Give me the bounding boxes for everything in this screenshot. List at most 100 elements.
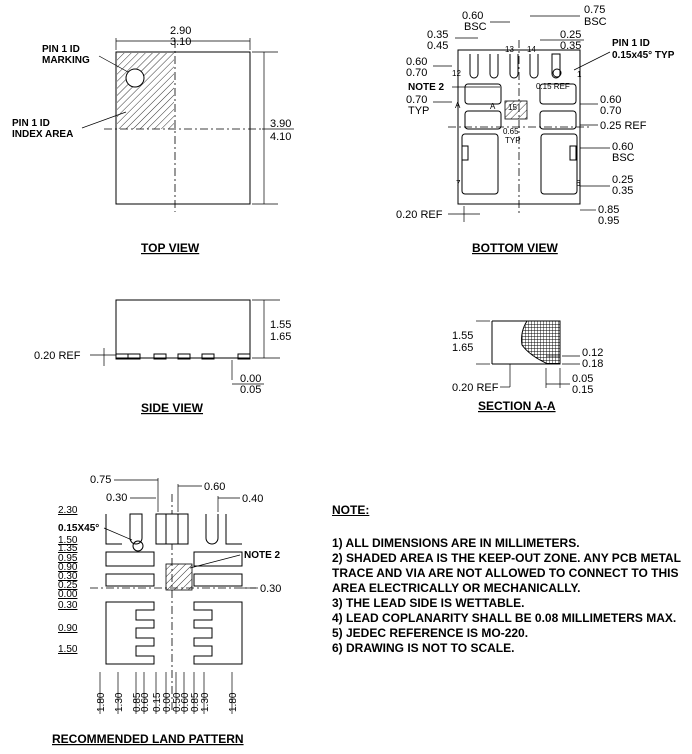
bv-r-035: 0.35 <box>612 185 633 197</box>
pin-7-label: 7 <box>456 179 461 188</box>
bv-pitch: 0.60 <box>462 10 483 22</box>
land-bottom-label: 0.50 <box>172 692 183 712</box>
top-width-max: 3.10 <box>170 36 191 48</box>
land-bottom-label: 0.60 <box>180 692 191 712</box>
bottom-view: 1 12 13 14 15 7 6 A A 0.60 BSC 0.35 0.45… <box>396 4 675 255</box>
bv-pitch-note: BSC <box>464 21 487 33</box>
pin-14-label: 14 <box>527 45 536 54</box>
land-left-label: 0.30 <box>58 571 78 582</box>
bv-typ-070: 0.70 <box>406 94 427 106</box>
side-s-min: 0.00 <box>240 373 261 385</box>
aa-h-max: 1.65 <box>452 342 473 354</box>
pin1-index-label-1: PIN 1 ID <box>12 118 50 129</box>
bv-ref-020: 0.20 REF <box>396 209 443 221</box>
bv-r-025: 0.25 <box>612 174 633 186</box>
bv-typ: TYP <box>408 105 429 117</box>
pin-1-label: 1 <box>577 70 582 79</box>
bv-note2: NOTE 2 <box>408 82 445 93</box>
land-left-label: 0.25 <box>58 580 78 591</box>
top-height-max: 4.10 <box>270 131 291 143</box>
bv-r-070: 0.70 <box>600 105 621 117</box>
land-bottom-label: 0.85 <box>190 692 201 712</box>
bv-pad-035: 0.35 <box>427 29 448 41</box>
pin1-index-label-2: INDEX AREA <box>12 129 73 140</box>
section-mark-a-right: A <box>490 102 496 111</box>
side-ref: 0.20 REF <box>34 350 81 362</box>
pin1-marking-label-1: PIN 1 ID <box>42 44 80 55</box>
land-bottom-label: 1.30 <box>114 692 125 712</box>
bv-side-070: 0.70 <box>406 67 427 79</box>
note-1: 1) ALL DIMENSIONS ARE IN MILLIMETERS. <box>332 536 580 550</box>
side-h-max: 1.65 <box>270 331 291 343</box>
land-left-label: 0.00 <box>58 589 78 600</box>
side-view-title: SIDE VIEW <box>141 401 204 415</box>
bv-chamfer: 0.15x45° TYP <box>612 50 675 61</box>
bv-top-075: 0.75 <box>584 4 605 16</box>
bv-pad-typ: TYP <box>505 136 521 145</box>
pin-12-label: 12 <box>452 69 461 78</box>
top-height-min: 3.90 <box>270 118 291 130</box>
land-bottom-label: 0.15 <box>152 692 163 712</box>
bv-r-060: 0.60 <box>600 94 621 106</box>
land-left-label: 2.30 <box>58 505 78 516</box>
land-left-label: 1.50 <box>58 535 78 546</box>
side-s-max: 0.05 <box>240 384 261 396</box>
aa-t-max: 0.18 <box>582 358 603 370</box>
bv-top-bsc: BSC <box>584 16 607 28</box>
land-pattern: 0.75 0.30 0.60 0.40 0.15X45° NOTE 2 0.30 <box>58 474 281 712</box>
top-width-min: 2.90 <box>170 25 191 37</box>
land-left-label: 0.95 <box>58 553 78 564</box>
bv-pad-065: 0.65 <box>503 127 519 136</box>
bv-ref-015: 0.15 REF <box>536 82 570 91</box>
lp-right-030: 0.30 <box>260 583 281 595</box>
notes-title: NOTE: <box>332 503 370 517</box>
land-bottom-label: 0.00 <box>162 692 173 712</box>
section-aa-title: SECTION A-A <box>478 399 556 413</box>
land-bottom-label: 0.85 <box>132 692 143 712</box>
aa-ref: 0.20 REF <box>452 382 499 394</box>
pin-15-label: 15 <box>508 103 517 112</box>
lp-top-040: 0.40 <box>242 493 263 505</box>
lp-top-075: 0.75 <box>90 474 111 486</box>
bv-pad-045: 0.45 <box>427 40 448 52</box>
section-mark-a-left: A <box>455 101 461 110</box>
side-view: 1.55 1.65 0.20 REF 0.00 0.05 SIDE VIEW <box>34 299 291 415</box>
land-bottom-label: 1.80 <box>228 692 239 712</box>
note-4: 4) LEAD COPLANARITY SHALL BE 0.08 MILLIM… <box>332 611 677 625</box>
lp-chamfer: 0.15X45° <box>58 523 99 534</box>
pin-6-label: 6 <box>576 179 581 188</box>
bv-side-060: 0.60 <box>406 56 427 68</box>
pin-13-label: 13 <box>505 45 514 54</box>
land-left-label: 0.30 <box>58 600 78 611</box>
aa-h-min: 1.55 <box>452 330 473 342</box>
note-5: 5) JEDEC REFERENCE IS MO-220. <box>332 626 529 640</box>
bv-r-085: 0.85 <box>598 204 619 216</box>
bv-pin1-id: PIN 1 ID <box>612 38 650 49</box>
lp-note2: NOTE 2 <box>244 550 281 561</box>
bv-r-bsc: BSC <box>612 152 635 164</box>
aa-l-max: 0.15 <box>572 384 593 396</box>
aa-t-min: 0.12 <box>582 347 603 359</box>
bv-r-060b: 0.60 <box>612 141 633 153</box>
lp-top-060: 0.60 <box>204 481 225 493</box>
bv-r-095: 0.95 <box>598 215 619 227</box>
bv-top-035: 0.35 <box>560 40 581 52</box>
top-view: 2.90 3.10 3.90 4.10 PIN 1 ID MARKING PIN… <box>12 25 294 255</box>
note-6: 6) DRAWING IS NOT TO SCALE. <box>332 641 515 655</box>
land-left-label: 1.50 <box>58 644 78 655</box>
top-view-title: TOP VIEW <box>141 241 200 255</box>
bv-top-025: 0.25 <box>560 29 581 41</box>
land-left-label: 1.35 <box>58 543 78 554</box>
land-left-labels: 2.301.501.350.950.900.300.250.000.300.90… <box>58 505 78 655</box>
land-bottom-label: 1.80 <box>96 692 107 712</box>
side-h-min: 1.55 <box>270 319 291 331</box>
notes-block: NOTE: 1) ALL DIMENSIONS ARE IN MILLIMETE… <box>332 503 682 656</box>
bottom-view-title: BOTTOM VIEW <box>472 241 558 255</box>
note-2: 2) SHADED AREA IS THE KEEP-OUT ZONE. ANY… <box>332 551 681 595</box>
pin1-marking-label-2: MARKING <box>42 55 90 66</box>
note-3: 3) THE LEAD SIDE IS WETTABLE. <box>332 596 525 610</box>
bv-r-025ref: 0.25 REF <box>600 120 647 132</box>
land-pattern-title: RECOMMENDED LAND PATTERN <box>52 732 244 746</box>
